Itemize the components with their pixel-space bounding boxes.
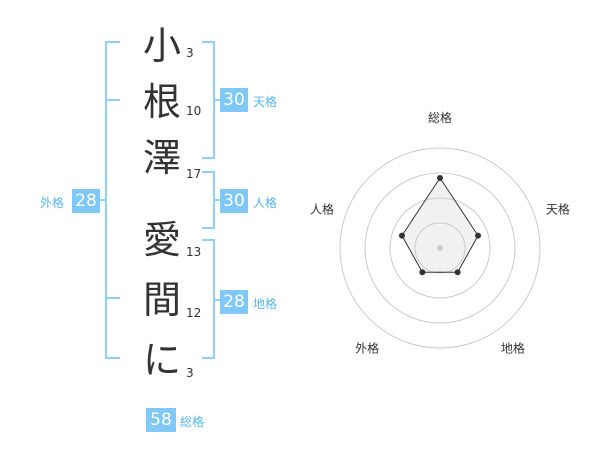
name-char-1: 小 xyxy=(142,24,181,68)
gaikaku-label: 外格 xyxy=(40,196,65,210)
radar-grid-ring xyxy=(364,172,516,324)
stroke-count-2: 10 xyxy=(186,104,202,118)
soukaku-badge: 58 xyxy=(146,408,176,432)
radar-grid-ring xyxy=(389,197,491,299)
stroke-count-1: 3 xyxy=(186,46,194,60)
gaikaku-badge: 28 xyxy=(72,189,100,213)
chikaku-badge: 28 xyxy=(220,290,248,314)
radar-axis-label: 外格 xyxy=(355,340,379,355)
radar-axis-label: 天格 xyxy=(546,202,570,217)
jinkaku-badge: 30 xyxy=(220,189,248,213)
tenkaku-badge: 30 xyxy=(220,88,248,112)
radar-point xyxy=(419,269,426,276)
soukaku-label: 総格 xyxy=(180,415,205,429)
radar-point xyxy=(437,175,443,181)
radar-point xyxy=(398,232,405,239)
stroke-count-6: 3 xyxy=(186,366,194,380)
radar-axis-label: 地格 xyxy=(501,340,525,355)
radar-grid-ring xyxy=(414,222,466,274)
tenkaku-label: 天格 xyxy=(253,95,278,109)
jinkaku-label: 人格 xyxy=(253,196,278,210)
name-char-2: 根 xyxy=(142,80,181,124)
stroke-count-4: 13 xyxy=(186,245,202,259)
radar-point xyxy=(454,269,461,276)
radar-center xyxy=(437,245,443,251)
radar-point xyxy=(475,232,482,239)
radar-axis-label: 総格 xyxy=(428,110,452,125)
name-char-3: 澤 xyxy=(142,136,181,180)
radar-area xyxy=(401,177,479,273)
radar-axis-label: 人格 xyxy=(310,202,334,217)
name-char-4: 愛 xyxy=(142,218,181,262)
stroke-count-5: 12 xyxy=(186,306,202,320)
radar-grid-ring xyxy=(339,147,541,349)
stroke-count-3: 17 xyxy=(186,167,202,181)
name-char-6: に xyxy=(142,338,181,382)
chikaku-label: 地格 xyxy=(253,297,278,311)
name-char-5: 間 xyxy=(142,278,181,322)
